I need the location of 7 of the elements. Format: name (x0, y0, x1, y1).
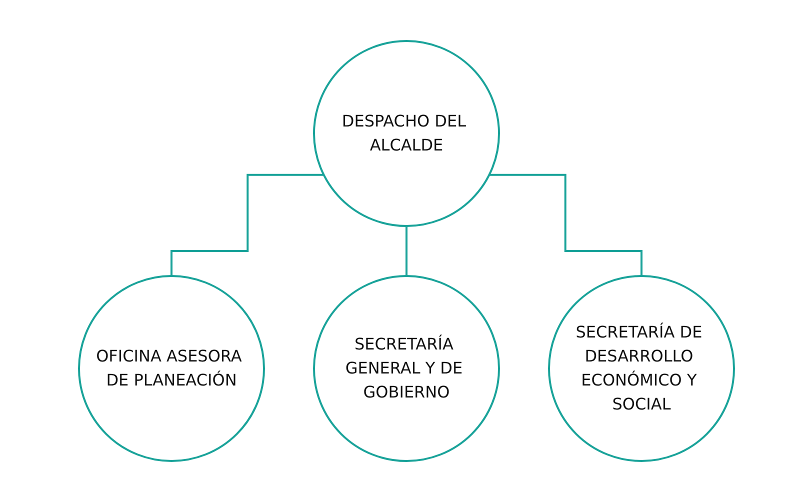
node-circle: DESPACHO DEL ALCALDE (312, 40, 500, 227)
node-circle: SECRETARÍA GENERAL Y DE GOBIERNO (312, 275, 500, 462)
connector (170, 174, 324, 277)
connector (405, 225, 407, 277)
node-circle: SECRETARÍA DE DESARROLLO ECONÓMICO Y SOCIAL (548, 275, 734, 462)
node-circle: OFICINA ASESORA DE PLANEACIÓN (78, 275, 264, 462)
connector (488, 174, 642, 277)
